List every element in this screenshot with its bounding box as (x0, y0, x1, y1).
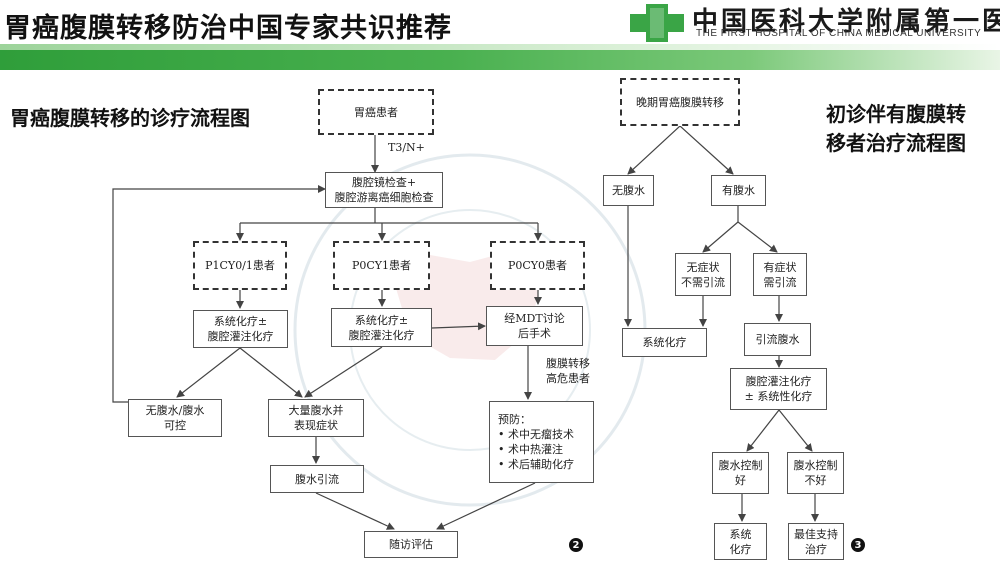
right-chart-title: 初诊伴有腹膜转 移者治疗流程图 (826, 102, 966, 155)
node-no-ascites-r: 无腹水 (603, 175, 654, 206)
node-systemic-chemo-final: 系统 化疗 (714, 523, 767, 560)
hospital-logo: 中国医科大学附属第一医院 THE FIRST HOSPITAL OF CHINA… (622, 0, 1000, 44)
node-drain-ascites: 引流腹水 (744, 323, 811, 356)
node-ascites-drainage: 腹水引流 (270, 465, 364, 493)
node-mdt-surgery: 经MDT讨论 后手术 (486, 306, 583, 346)
node-symptomatic: 有症状 需引流 (753, 253, 807, 296)
node-ip-chemo: 腹腔灌注化疗 ± 系统性化疗 (730, 368, 827, 410)
slide-title: 胃癌腹膜转移防治中国专家共识推荐 (4, 13, 452, 44)
node-best-supportive-care: 最佳支持 治疗 (788, 523, 844, 560)
node-p0cy1-patients: P0CY1患者 (333, 241, 430, 290)
node-p0cy0-patients: P0CY0患者 (490, 241, 585, 290)
node-chemo-p0cy1: 系统化疗± 腹腔灌注化疗 (331, 308, 432, 347)
node-gastric-cancer-patient: 胃癌患者 (318, 89, 434, 135)
high-risk-label: 腹膜转移 高危患者 (546, 357, 590, 385)
node-ascites-uncontrolled: 腹水控制 不好 (787, 452, 844, 494)
figure-number-2: 2 (569, 538, 583, 552)
node-massive-ascites: 大量腹水并 表现症状 (268, 399, 364, 437)
node-p1cy01-patients: P1CY0/1患者 (193, 241, 287, 290)
node-advanced-gc-pm: 晚期胃癌腹膜转移 (620, 78, 740, 126)
node-systemic-chemo: 系统化疗 (622, 328, 707, 357)
logo-chinese-name: 中国医科大学附属第一医院 (692, 7, 1000, 37)
node-with-ascites: 有腹水 (711, 175, 766, 206)
figure-number-3: 3 (851, 538, 865, 552)
node-asymptomatic: 无症状 不需引流 (675, 253, 731, 296)
edge-label-t3-n: T3/N+ (388, 141, 425, 154)
logo-english-name: THE FIRST HOSPITAL OF CHINA MEDICAL UNIV… (696, 28, 982, 39)
green-cross-logo-icon (630, 4, 684, 42)
node-chemo-p1cy01: 系统化疗± 腹腔灌注化疗 (193, 310, 288, 348)
node-prevention: 预防： • 术中无瘤技术 • 术中热灌注 • 术后辅助化疗 (489, 401, 594, 483)
node-ascites-controlled: 腹水控制 好 (712, 452, 769, 494)
node-laparoscopy-exam: 腹腔镜检查+ 腹腔游离癌细胞检查 (325, 172, 443, 208)
node-follow-up: 随访评估 (364, 531, 458, 558)
left-chart-title: 胃癌腹膜转移的诊疗流程图 (10, 106, 250, 130)
header-divider-band (0, 50, 1000, 70)
header-divider-light (0, 44, 1000, 50)
node-no-ascites: 无腹水/腹水 可控 (128, 399, 222, 437)
